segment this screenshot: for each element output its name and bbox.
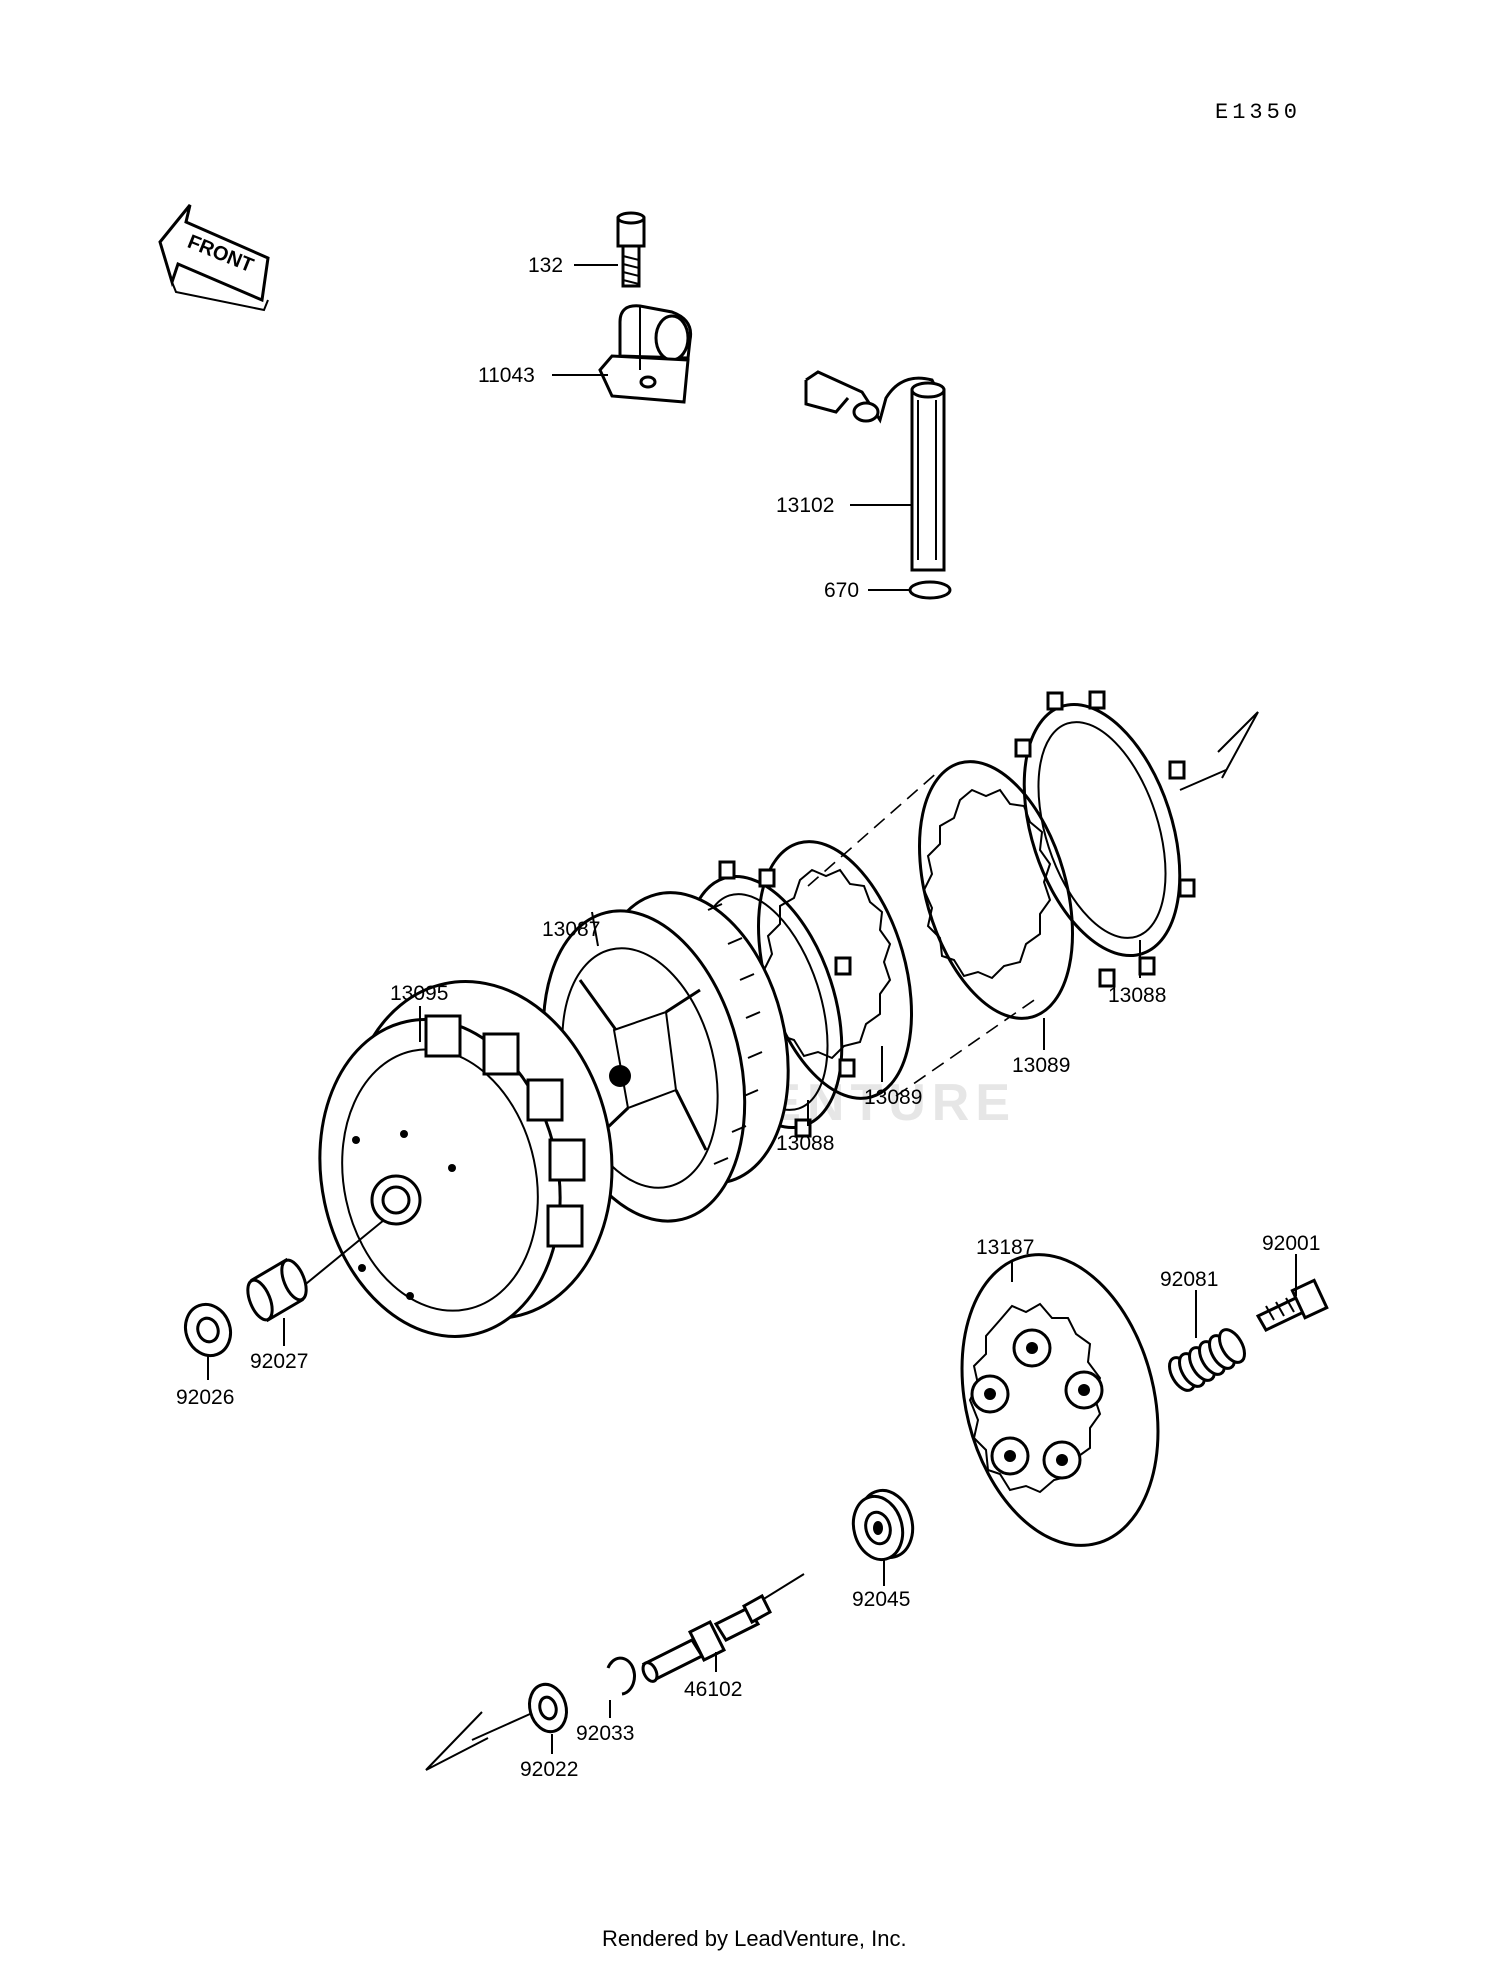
bearing-92045[interactable] bbox=[847, 1484, 920, 1565]
label-13087: 13087 bbox=[542, 918, 600, 941]
release-shaft-13102[interactable] bbox=[804, 370, 946, 572]
bracket-11043[interactable] bbox=[598, 304, 693, 404]
label-13187: 13187 bbox=[976, 1236, 1034, 1259]
washer-92022[interactable] bbox=[524, 1680, 571, 1736]
steel-plate-13089-right[interactable] bbox=[892, 744, 1099, 1036]
label-13089-right: 13089 bbox=[1012, 1054, 1070, 1077]
label-13102: 13102 bbox=[776, 494, 834, 517]
o-ring-670[interactable] bbox=[908, 580, 952, 600]
bolt-132[interactable] bbox=[616, 211, 646, 288]
pressure-plate-13187[interactable] bbox=[933, 1234, 1187, 1567]
axis-arrow-bottom bbox=[425, 1711, 489, 1771]
sleeve-92027[interactable] bbox=[243, 1257, 311, 1323]
footer-credit: Rendered by LeadVenture, Inc. bbox=[602, 1926, 907, 1951]
label-13089-left: 13089 bbox=[864, 1086, 922, 1109]
label-92026: 92026 bbox=[176, 1386, 234, 1409]
spring-92081[interactable] bbox=[1164, 1325, 1249, 1394]
label-92001: 92001 bbox=[1262, 1232, 1320, 1255]
axis-arrow-top bbox=[1217, 711, 1259, 779]
friction-plate-13088-right[interactable] bbox=[995, 685, 1208, 988]
label-92081: 92081 bbox=[1160, 1268, 1218, 1291]
label-92027: 92027 bbox=[250, 1350, 308, 1373]
snap-ring-92033[interactable] bbox=[606, 1656, 636, 1696]
bolt-92001[interactable] bbox=[1255, 1278, 1329, 1332]
label-92045: 92045 bbox=[852, 1588, 910, 1611]
label-670: 670 bbox=[824, 579, 859, 602]
washer-92026[interactable] bbox=[178, 1298, 237, 1362]
label-11043: 11043 bbox=[478, 364, 535, 387]
push-rod-46102[interactable] bbox=[640, 1593, 772, 1684]
label-13095: 13095 bbox=[390, 982, 448, 1005]
label-92033: 92033 bbox=[576, 1722, 634, 1745]
label-92022: 92022 bbox=[520, 1758, 578, 1781]
front-arrow-icon: FRONT bbox=[158, 204, 270, 312]
label-46102: 46102 bbox=[684, 1678, 742, 1701]
diagram-code: E1350 bbox=[1215, 100, 1301, 125]
clutch-housing-13095[interactable] bbox=[291, 957, 642, 1359]
label-13088-right: 13088 bbox=[1108, 984, 1166, 1007]
label-132: 132 bbox=[528, 254, 563, 277]
label-13088-left: 13088 bbox=[776, 1132, 834, 1155]
